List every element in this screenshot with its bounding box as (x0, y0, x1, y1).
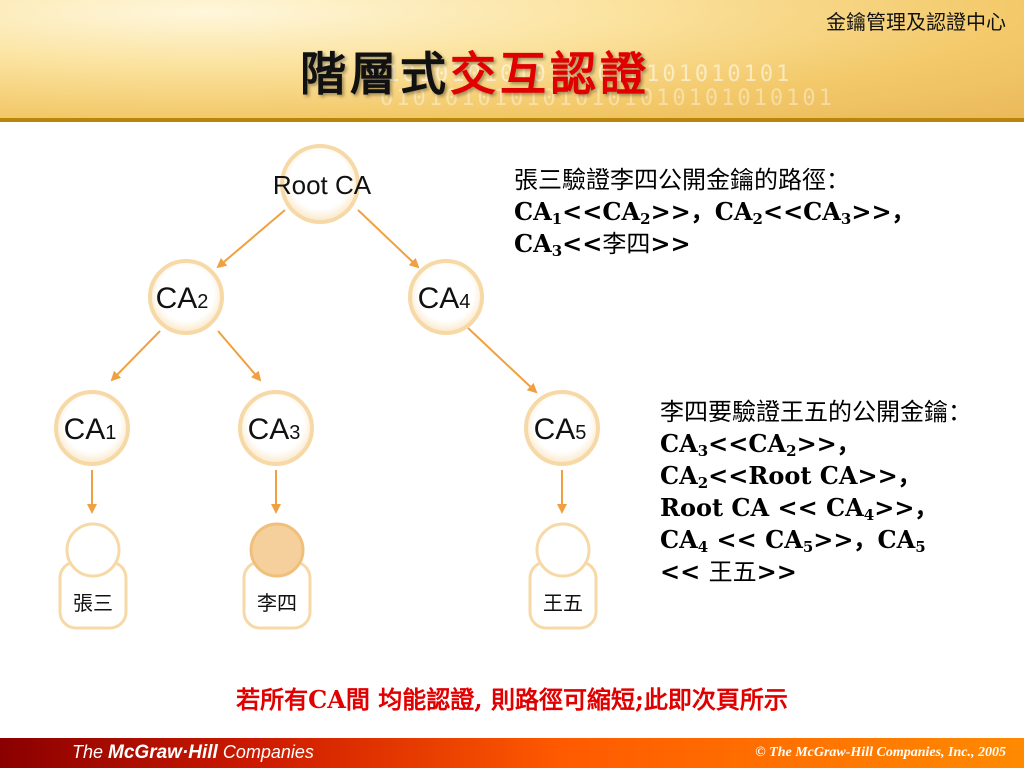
svg-text:CA4: CA4 (418, 282, 471, 315)
path2-seg4: CA4 << CA5>>，CA5 (660, 525, 926, 556)
arrow-root-to-ca2 (216, 209, 286, 269)
header-divider (0, 118, 1024, 122)
title-part-1: 階層式 (300, 47, 450, 101)
path2-seg5: << 王五>> (660, 557, 797, 586)
header-banner: 01010101010101010101010101 0101010101010… (0, 0, 1024, 118)
node-ca1-label: CA (64, 413, 106, 446)
arrow-ca2-to-ca3 (217, 330, 262, 382)
user-lisi-label: 李四 (257, 591, 297, 615)
path1-line2: CA1<<CA2>>，CA2<<CA3>>， (514, 197, 916, 228)
svg-text:CA1: CA1 (64, 413, 117, 446)
binary-decoration-2: 0101010101010101010101010101 (380, 86, 835, 111)
path2-seg3: Root CA << CA4>>， (660, 493, 939, 524)
publisher-logo: The McGraw·Hill Companies (72, 742, 314, 763)
node-ca4: CA4 (408, 259, 484, 335)
user-wangwu: 王五 (528, 522, 598, 630)
path-description-2: 李四要驗證王五的公開金鑰： CA3<<CA2>>， CA2<<Root CA>>，… (660, 396, 1010, 588)
node-ca2: CA2 (148, 259, 224, 335)
node-ca4-label: CA (418, 282, 460, 315)
arrow-ca4-to-ca5 (467, 327, 538, 394)
path2-intro: 李四要驗證王五的公開金鑰： (660, 398, 972, 426)
org-name: 金鑰管理及認證中心 (826, 10, 1006, 34)
page-title: 階層式交互認證 (300, 38, 650, 104)
path1-line3: CA3<<李四>> (514, 229, 691, 260)
arrow-root-to-ca4 (357, 209, 420, 269)
path2-seg1: CA3<<CA2>>， (660, 429, 861, 460)
binary-decoration: 01010101010101010101010101 (370, 62, 793, 87)
node-ca4-sub: 4 (459, 291, 470, 313)
node-ca5: CA5 (524, 390, 600, 466)
path1-intro: 張三驗證李四公開金鑰的路徑： (514, 166, 850, 194)
node-ca3: CA3 (238, 390, 314, 466)
user-lisi: 李四 (242, 522, 312, 630)
footnote-red: 若所有CA間 均能認證, 則路徑可縮短;此即次頁所示 (236, 685, 788, 714)
node-ca1-sub: 1 (105, 422, 116, 444)
user-zhangsan: 張三 (58, 522, 128, 630)
path2-seg2: CA2<<Root CA>>， (660, 461, 922, 492)
svg-text:CA2: CA2 (156, 282, 209, 315)
node-ca3-sub: 3 (289, 422, 300, 444)
svg-text:CA3: CA3 (248, 413, 301, 446)
user-wangwu-label: 王五 (543, 591, 583, 615)
node-root-ca: Root CA (273, 144, 372, 224)
title-part-2: 交互認證 (450, 47, 650, 101)
user-zhangsan-label: 張三 (73, 591, 113, 615)
copyright-text: © The McGraw-Hill Companies, Inc., 2005 (755, 745, 1006, 760)
node-ca2-label: CA (156, 282, 198, 315)
hierarchy-diagram: Root CA CA2 CA4 CA1 CA3 CA5 張三 李四 王五 (54, 144, 600, 630)
svg-text:CA5: CA5 (534, 413, 587, 446)
path-description-1: 張三驗證李四公開金鑰的路徑： CA1<<CA2>>，CA2<<CA3>>， CA… (514, 164, 994, 260)
node-ca5-label: CA (534, 413, 576, 446)
user-icon (535, 522, 591, 578)
arrow-ca2-to-ca1 (110, 330, 161, 382)
node-ca2-sub: 2 (197, 291, 208, 313)
footer-bar: The McGraw·Hill Companies © The McGraw-H… (0, 738, 1024, 768)
node-root-ca-label: Root CA (273, 170, 372, 200)
node-ca1: CA1 (54, 390, 130, 466)
node-ca3-label: CA (248, 413, 290, 446)
node-ca5-sub: 5 (575, 422, 586, 444)
user-icon (249, 522, 305, 578)
user-icon (65, 522, 121, 578)
